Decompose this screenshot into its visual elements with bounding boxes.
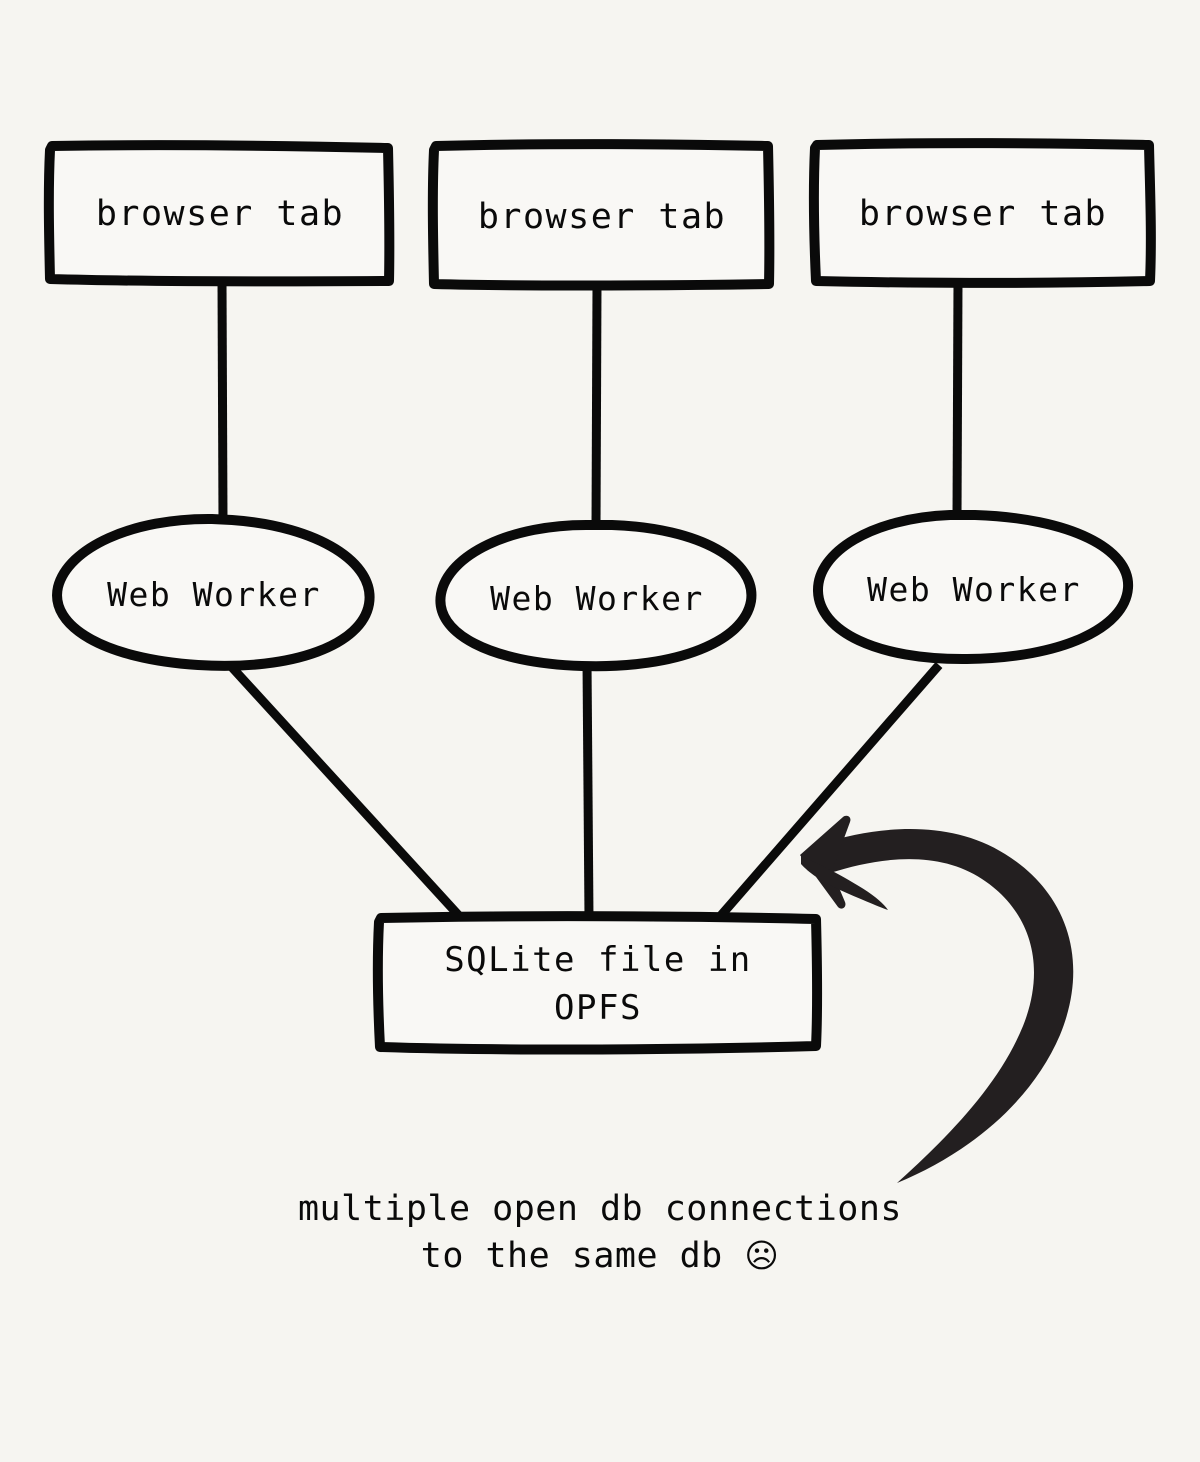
annotation-arrow-head-barb	[801, 856, 888, 910]
sqlite-opfs-box[interactable]	[372, 911, 823, 1055]
annotation-caption: multiple open db connections to the same…	[0, 1186, 1200, 1281]
annotation-arrow-shaft	[823, 828, 1074, 1183]
edge-worker2-store	[582, 661, 594, 920]
edge-tab3-worker3	[952, 281, 963, 517]
web-worker-ellipse-1[interactable]	[52, 513, 375, 671]
annotation-line-1: multiple open db connections	[297, 1189, 902, 1229]
edge-tab2-worker2	[591, 284, 602, 528]
browser-tab-box-3[interactable]	[808, 138, 1156, 288]
edge-tab1-worker1	[217, 280, 228, 522]
annotation-curved-arrow	[800, 815, 1074, 1183]
browser-tab-box-1[interactable]	[43, 140, 395, 287]
web-worker-ellipse-3[interactable]	[812, 510, 1134, 665]
annotation-line-2-text: to the same db	[420, 1236, 723, 1277]
edge-worker1-store	[224, 659, 466, 923]
web-worker-ellipse-2[interactable]	[435, 519, 757, 672]
edge-worker3-store	[713, 662, 943, 923]
browser-tab-box-2[interactable]	[427, 139, 775, 291]
annotation-line-2: to the same db ☹	[0, 1233, 1200, 1280]
frowning-face-icon: ☹	[744, 1236, 780, 1276]
